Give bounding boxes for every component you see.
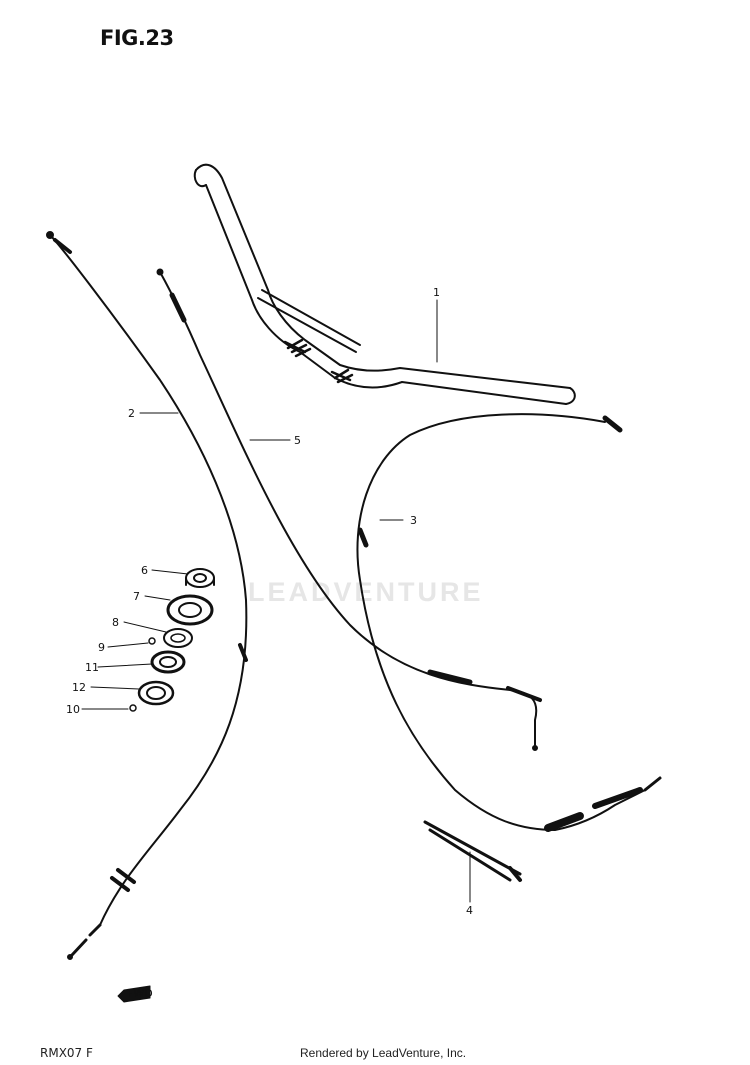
callout-2: 2 [128, 407, 135, 420]
cable-clamp[interactable] [423, 820, 522, 882]
callout-4: 4 [466, 904, 473, 917]
washer-part-8[interactable] [163, 628, 193, 648]
clutch-cable[interactable] [356, 413, 662, 832]
seal-part-7[interactable] [166, 594, 214, 626]
callout-12: 12 [72, 681, 86, 694]
figure-title: FIG.23 [100, 26, 174, 50]
brake-cable[interactable] [46, 231, 248, 960]
callout-7: 7 [133, 590, 140, 603]
fwd-label: FWD [127, 987, 153, 1000]
throttle-cable[interactable] [156, 268, 542, 751]
nut-part-6[interactable] [185, 568, 215, 588]
ball-part-9[interactable] [148, 637, 156, 645]
callout-8: 8 [112, 616, 119, 629]
callout-3: 3 [410, 514, 417, 527]
callout-1: 1 [433, 286, 440, 299]
callout-5: 5 [294, 434, 301, 447]
seal-part-12[interactable] [137, 680, 175, 706]
callout-9: 9 [98, 641, 105, 654]
leader-lines [81, 299, 471, 903]
callout-11: 11 [85, 661, 99, 674]
handlebar[interactable] [193, 163, 576, 405]
callout-10: 10 [66, 703, 80, 716]
footer-code: RMX07 F [40, 1046, 93, 1060]
ball-part-10[interactable] [129, 704, 137, 712]
race-part-11[interactable] [150, 650, 186, 674]
footer-credit: Rendered by LeadVenture, Inc. [300, 1046, 467, 1060]
forward-arrow-icon [117, 985, 151, 1003]
callout-6: 6 [141, 564, 148, 577]
